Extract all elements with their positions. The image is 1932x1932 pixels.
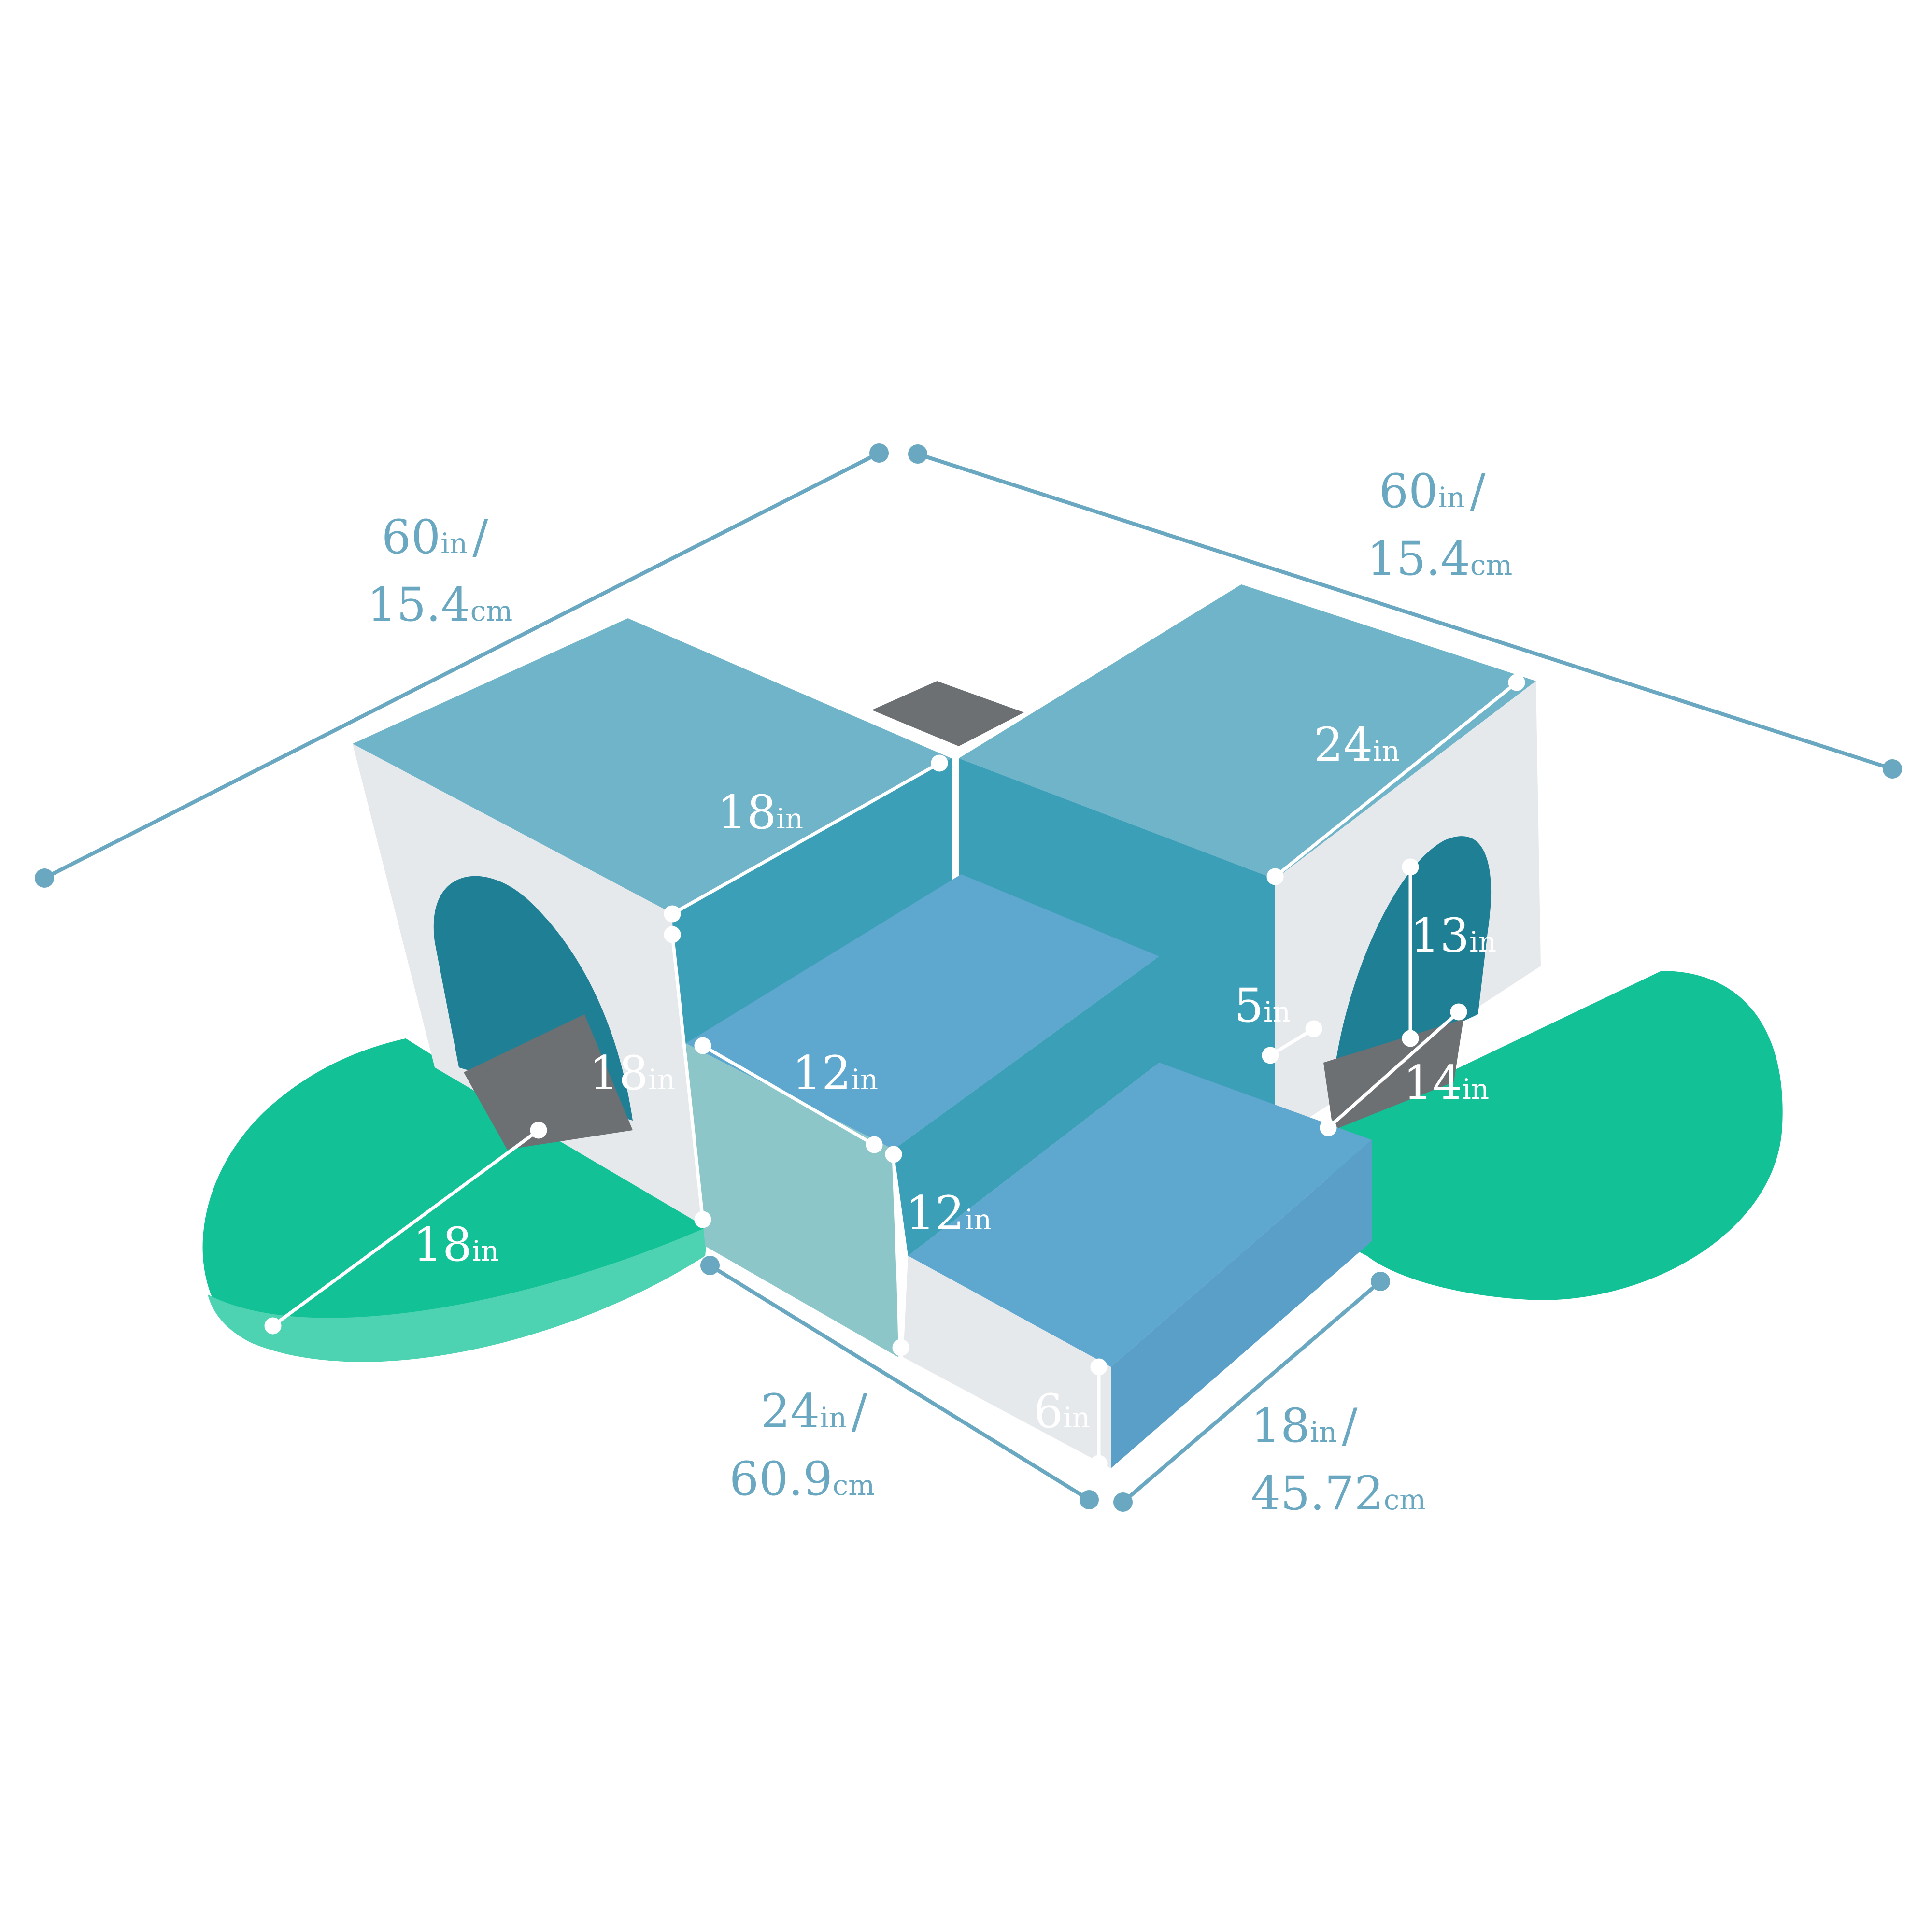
dim-label-bottom-left-metric: 60.9cm: [729, 1452, 875, 1506]
dim-line-bottom-left: [709, 1264, 1091, 1502]
dim-dot: [869, 443, 889, 463]
dim-dot: [1113, 1492, 1133, 1512]
dim-line-top-right: [917, 452, 1893, 771]
dim-label-bottom-left: 24in/: [761, 1384, 867, 1438]
lower-step-top: [908, 1063, 1372, 1367]
lower-step-front: [903, 1256, 1111, 1468]
label-arch-width: 14in: [1403, 1056, 1489, 1110]
dim-label-top-right-metric: 15.4cm: [1367, 532, 1512, 586]
dim-label-top-left-metric: 15.4cm: [367, 578, 512, 632]
dim-dot: [700, 1256, 720, 1275]
dim-dot: [1080, 1490, 1099, 1509]
label-step-low-height: 6in: [1034, 1384, 1090, 1438]
label-left-tunnel-height: 18in: [589, 1046, 675, 1100]
dimension-lines: [35, 443, 1902, 1512]
label-right-tunnel-depth: 24in: [1314, 718, 1400, 772]
right-half-round-mat: [1328, 971, 1783, 1300]
dim-dot: [35, 868, 54, 888]
label-step-top-height: 12in: [906, 1186, 992, 1240]
inner-measure-lines: [264, 674, 1525, 1472]
dim-label-top-left: 60in/: [382, 510, 488, 564]
upper-step-front-left: [686, 1043, 898, 1357]
right-tunnel-front: [959, 758, 1275, 1140]
dim-dot: [908, 444, 927, 464]
dim-line-bottom-right: [1122, 1279, 1382, 1504]
back-floor-mat: [872, 681, 1024, 746]
upper-step-front-right: [894, 956, 1159, 1256]
dim-dot: [1883, 759, 1902, 779]
label-arch-height: 13in: [1410, 909, 1496, 963]
dim-dot: [1371, 1272, 1390, 1291]
label-mat-radius: 18in: [413, 1218, 499, 1272]
lower-step-side: [1111, 1140, 1372, 1468]
label-left-tunnel-depth: 18in: [717, 785, 803, 839]
dim-line-top-left: [43, 451, 880, 880]
right-tunnel-top: [959, 584, 1536, 879]
label-wall-thickness: 5in: [1234, 979, 1291, 1033]
upper-step-top: [686, 874, 1159, 1150]
dim-label-bottom-right-metric: 45.72cm: [1251, 1466, 1426, 1520]
label-step-top-depth: 12in: [792, 1046, 878, 1100]
left-mat-front-edge: [208, 1227, 708, 1362]
play-set-illustration: [202, 584, 1783, 1468]
right-tunnel-arch: [1333, 836, 1492, 1082]
dim-label-bottom-right: 18in/: [1251, 1399, 1358, 1453]
dim-label-top-right: 60in/: [1379, 464, 1486, 518]
left-tunnel-floor: [464, 1014, 633, 1150]
